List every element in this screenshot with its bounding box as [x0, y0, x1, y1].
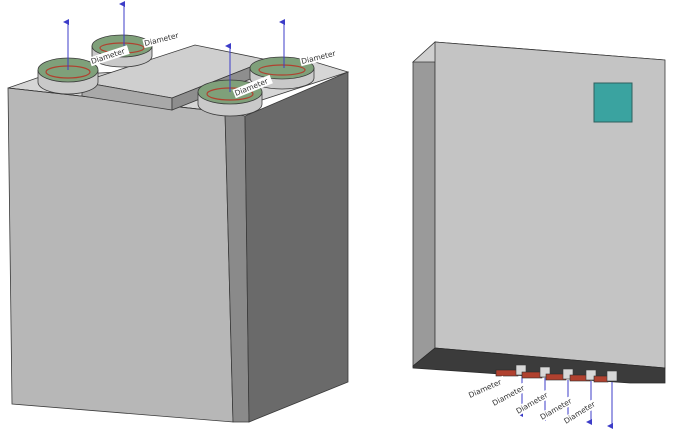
battery-front-face — [7, 87, 234, 423]
square-indicator — [593, 82, 633, 123]
connector-5[interactable] — [593, 370, 618, 429]
enclosure-box[interactable]: Diameter Diameter Diameter Diameter Diam… — [411, 41, 666, 429]
svg-text:Diameter: Diameter — [143, 31, 180, 48]
terminal-1[interactable] — [37, 19, 99, 95]
battery-block[interactable]: Diameter Diameter Diameter Diameter — [7, 1, 350, 423]
box-bottom-strip — [412, 347, 666, 384]
box-side-face — [412, 41, 436, 367]
battery-side-face — [244, 71, 349, 423]
diameter-annotation: Diameter — [142, 29, 184, 49]
